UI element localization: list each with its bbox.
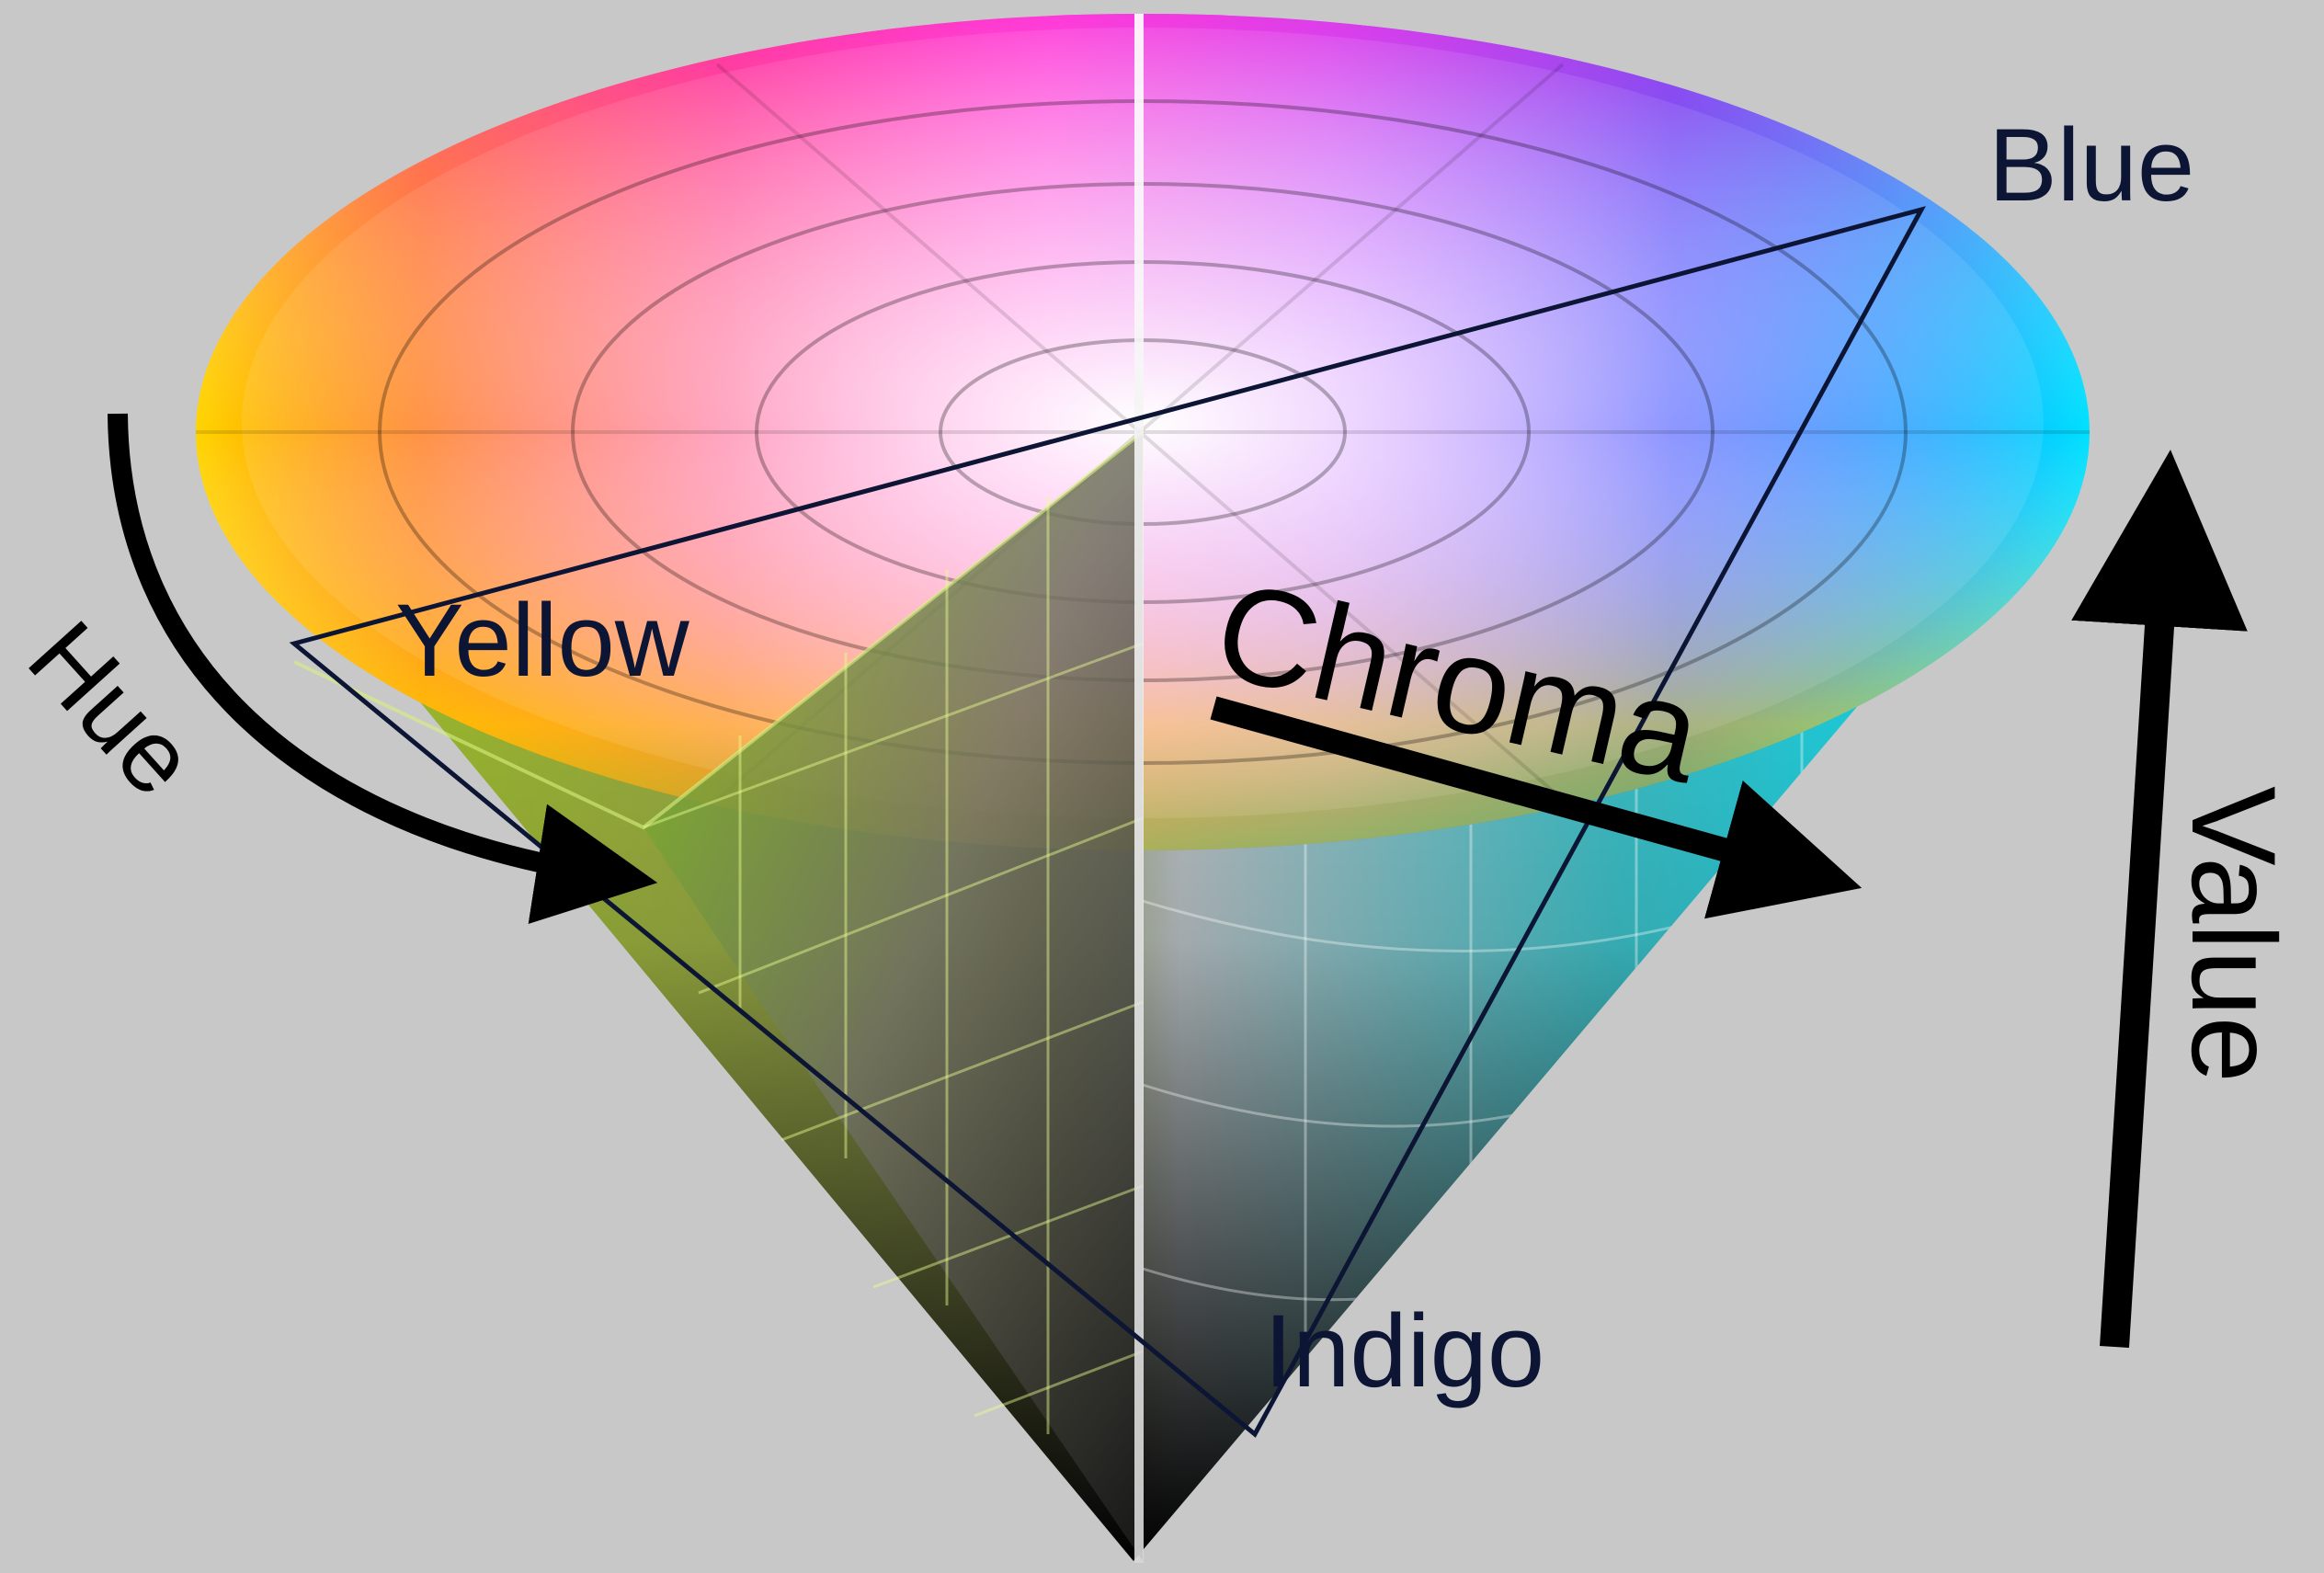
blue-label: Blue xyxy=(1988,108,2194,222)
yellow-label: Yellow xyxy=(395,583,690,698)
value-axis-line xyxy=(1134,14,1144,1563)
indigo-label: Indigo xyxy=(1264,1294,1544,1408)
value-label: Value xyxy=(2167,786,2301,1083)
